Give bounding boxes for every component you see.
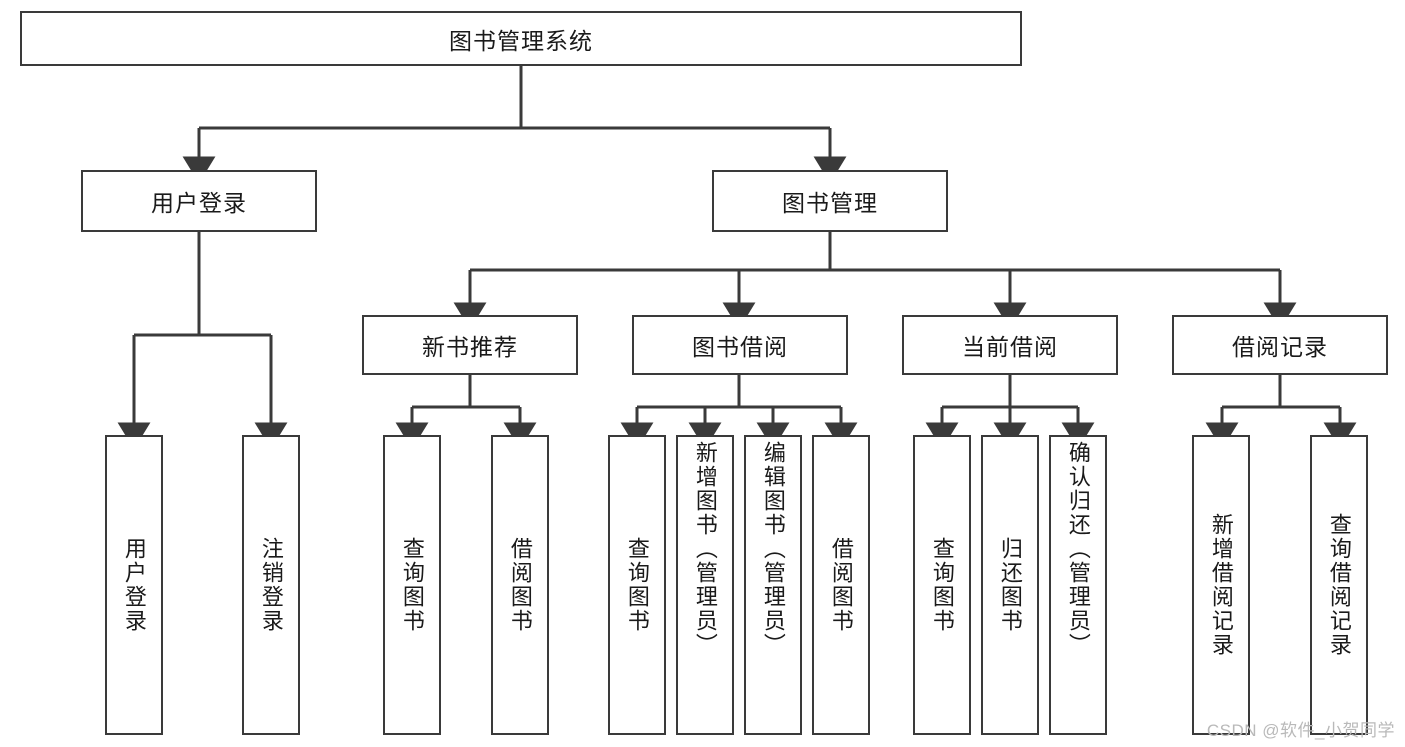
node-leaf-return-book-label: 归还图书 bbox=[997, 537, 1023, 633]
node-leaf-query-book-2[interactable]: 查询图书 bbox=[608, 435, 666, 735]
node-root[interactable]: 图书管理系统 bbox=[20, 11, 1022, 66]
node-leaf-query-book-1[interactable]: 查询图书 bbox=[383, 435, 441, 735]
node-book-borrow-label: 图书借阅 bbox=[692, 334, 788, 360]
node-new-book-recommend[interactable]: 新书推荐 bbox=[362, 315, 578, 375]
node-leaf-borrow-book-2-label: 借阅图书 bbox=[828, 537, 854, 633]
node-leaf-return-book[interactable]: 归还图书 bbox=[981, 435, 1039, 735]
node-leaf-query-record-label: 查询借阅记录 bbox=[1326, 513, 1352, 657]
node-leaf-add-book-label: 新增图书（管理员） bbox=[692, 441, 718, 657]
node-leaf-query-book-3-label: 查询图书 bbox=[929, 537, 955, 633]
csdn-watermark: CSDN @软件_小贺同学 bbox=[1206, 721, 1395, 740]
node-leaf-add-record-label: 新增借阅记录 bbox=[1208, 513, 1234, 657]
node-leaf-user-login-label: 用户登录 bbox=[121, 537, 147, 633]
node-leaf-add-book[interactable]: 新增图书（管理员） bbox=[676, 435, 734, 735]
node-user-login-label: 用户登录 bbox=[151, 190, 247, 216]
node-borrow-record-label: 借阅记录 bbox=[1232, 334, 1328, 360]
node-current-borrow[interactable]: 当前借阅 bbox=[902, 315, 1118, 375]
node-leaf-confirm-return-label: 确认归还（管理员） bbox=[1065, 441, 1091, 657]
node-leaf-logout-login-label: 注销登录 bbox=[258, 537, 284, 633]
node-leaf-add-record[interactable]: 新增借阅记录 bbox=[1192, 435, 1250, 735]
node-user-login[interactable]: 用户登录 bbox=[81, 170, 317, 232]
node-root-label: 图书管理系统 bbox=[449, 27, 593, 54]
node-book-borrow[interactable]: 图书借阅 bbox=[632, 315, 848, 375]
node-leaf-query-book-3[interactable]: 查询图书 bbox=[913, 435, 971, 735]
node-leaf-edit-book-label: 编辑图书（管理员） bbox=[760, 441, 786, 657]
node-leaf-borrow-book-1-label: 借阅图书 bbox=[507, 537, 533, 633]
node-leaf-query-record[interactable]: 查询借阅记录 bbox=[1310, 435, 1368, 735]
node-leaf-logout-login[interactable]: 注销登录 bbox=[242, 435, 300, 735]
node-book-manage-label: 图书管理 bbox=[782, 190, 878, 216]
node-leaf-edit-book[interactable]: 编辑图书（管理员） bbox=[744, 435, 802, 735]
node-current-borrow-label: 当前借阅 bbox=[962, 334, 1058, 360]
node-leaf-query-book-1-label: 查询图书 bbox=[399, 537, 425, 633]
node-leaf-confirm-return[interactable]: 确认归还（管理员） bbox=[1049, 435, 1107, 735]
node-book-manage[interactable]: 图书管理 bbox=[712, 170, 948, 232]
node-leaf-borrow-book-1[interactable]: 借阅图书 bbox=[491, 435, 549, 735]
node-leaf-query-book-2-label: 查询图书 bbox=[624, 537, 650, 633]
node-new-book-recommend-label: 新书推荐 bbox=[422, 334, 518, 360]
node-borrow-record[interactable]: 借阅记录 bbox=[1172, 315, 1388, 375]
node-leaf-user-login[interactable]: 用户登录 bbox=[105, 435, 163, 735]
node-leaf-borrow-book-2[interactable]: 借阅图书 bbox=[812, 435, 870, 735]
